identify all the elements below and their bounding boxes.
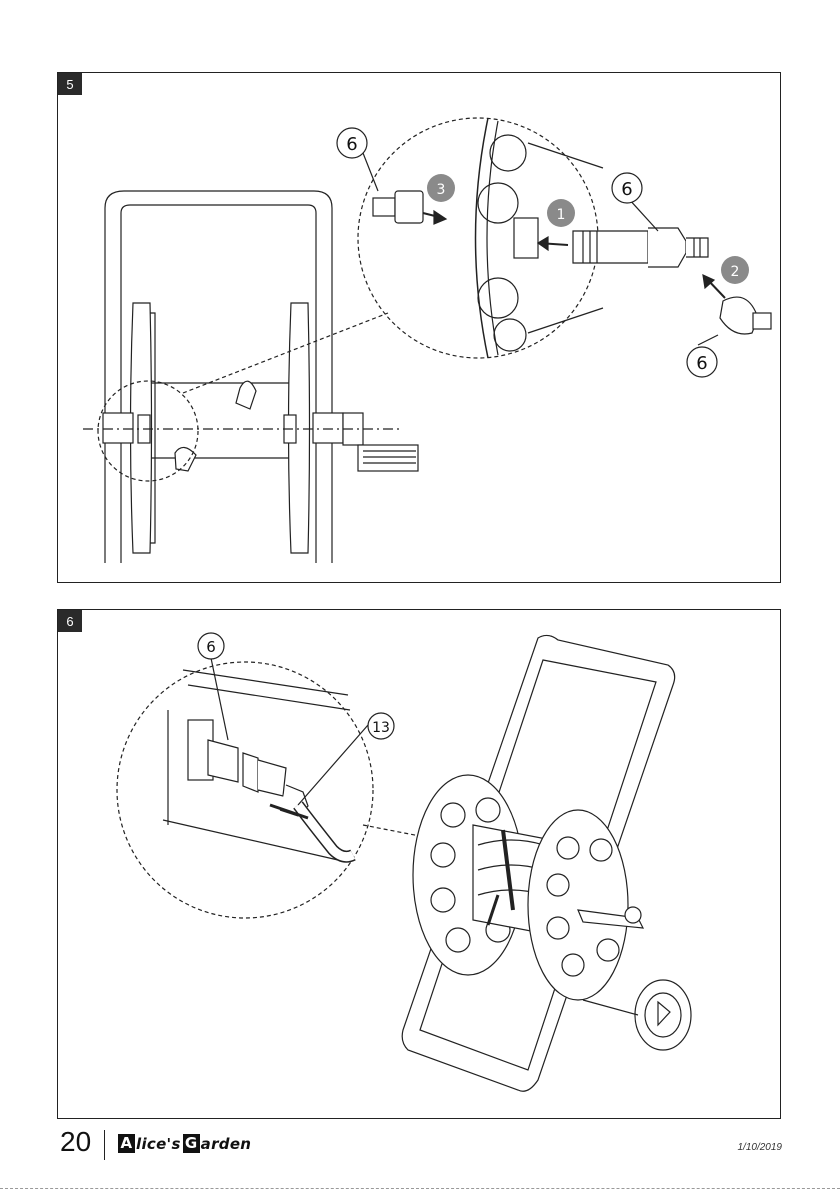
hose-connection-detail-view — [117, 658, 430, 918]
callout-label: 2 — [731, 264, 740, 280]
callout-label: 6 — [621, 179, 632, 200]
step-6-illustration: 6 13 — [58, 610, 780, 1118]
callout-action-1: 1 — [547, 199, 575, 227]
hose-reel-front-view — [83, 191, 418, 563]
callout-part-6-right-top: 6 — [612, 173, 642, 203]
hose-reel-perspective-view — [402, 635, 691, 1091]
callout-label: 1 — [557, 207, 566, 223]
callout-part-6: 6 — [198, 633, 224, 659]
callout-part-6-left: 6 — [337, 128, 367, 158]
brand-initial-a: A — [118, 1134, 135, 1153]
page-footer: 20 A lice's G arden 1/10/2019 — [0, 1122, 840, 1172]
step-5-panel: 5 — [57, 72, 781, 583]
callout-action-3: 3 — [427, 174, 455, 202]
brand-logo: A lice's G arden — [118, 1134, 251, 1153]
step-6-panel: 6 — [57, 609, 781, 1119]
callout-label: 6 — [696, 353, 707, 374]
callout-label: 13 — [372, 720, 390, 736]
page-number: 20 — [60, 1126, 91, 1158]
callout-part-13: 13 — [368, 713, 394, 739]
callout-action-2: 2 — [721, 256, 749, 284]
footer-divider — [104, 1130, 105, 1160]
callout-label: 6 — [346, 134, 357, 155]
callout-label: 6 — [206, 638, 216, 656]
brand-text-part2: arden — [201, 1135, 252, 1153]
page-bottom-dashed-line — [0, 1188, 840, 1189]
callout-label: 3 — [437, 182, 446, 198]
brand-initial-g: G — [183, 1134, 200, 1153]
document-date: 1/10/2019 — [738, 1142, 783, 1153]
callout-part-6-right-bottom: 6 — [687, 347, 717, 377]
brand-text-part1: lice's — [136, 1135, 181, 1153]
step-5-illustration: 6 3 1 6 2 6 — [58, 73, 780, 582]
connector-detail-view — [358, 118, 771, 358]
